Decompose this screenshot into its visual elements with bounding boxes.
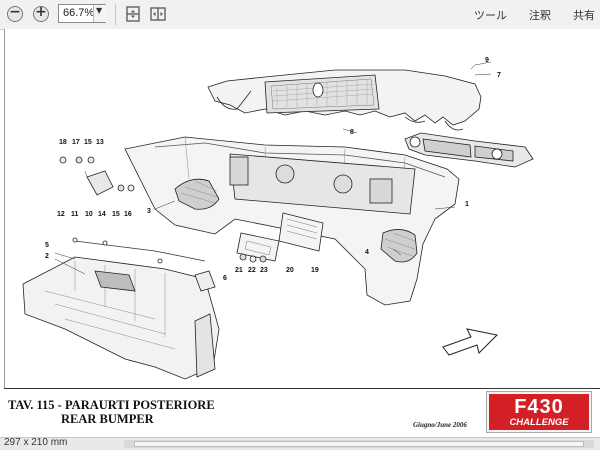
scrollbar-thumb[interactable] [134, 441, 584, 447]
drawing-title-block: TAV. 115 - PARAURTI POSTERIORE REAR BUMP… [4, 388, 600, 438]
callout-7: 7 [497, 72, 501, 79]
callout-3: 3 [147, 208, 151, 215]
callout-10: 10 [85, 211, 93, 218]
plus-circle-icon: + [35, 4, 47, 20]
callout-9: 9 [485, 57, 489, 64]
status-bar: 297 x 210 mm [0, 437, 600, 450]
callout-14: 14 [98, 211, 106, 218]
callout-15-top: 15 [84, 139, 92, 146]
callout-8: 8 [350, 129, 354, 136]
f430-challenge-logo: F430 CHALLENGE [487, 392, 591, 432]
fit-width-icon[interactable] [150, 6, 166, 22]
callout-12: 12 [57, 211, 65, 218]
minus-circle-icon: − [9, 4, 21, 20]
callout-22: 22 [248, 267, 256, 274]
rear-bumper-exploded-diagram: 9 7 8 18 17 15 13 12 11 10 14 15 16 3 1 … [22, 57, 534, 380]
callout-13: 13 [96, 139, 104, 146]
drawing-date: Giugno/June 2006 [413, 421, 467, 429]
drawing-title-english: REAR BUMPER [61, 412, 154, 426]
callout-5: 5 [45, 242, 49, 249]
callout-4: 4 [365, 249, 369, 256]
callout-18: 18 [59, 139, 67, 146]
callout-21: 21 [235, 267, 243, 274]
callout-6: 6 [223, 275, 227, 282]
chevron-down-icon: ▼ [96, 6, 103, 15]
toolbar-divider [115, 4, 116, 25]
callout-15-bottom: 15 [112, 211, 120, 218]
document-page: 9 7 8 18 17 15 13 12 11 10 14 15 16 3 1 … [4, 29, 600, 436]
callout-20: 20 [286, 267, 294, 274]
callout-17: 17 [72, 139, 80, 146]
callout-19: 19 [311, 267, 319, 274]
tools-menu[interactable]: ツール [474, 9, 507, 22]
callout-23: 23 [260, 267, 268, 274]
zoom-out-button[interactable]: − [7, 4, 23, 22]
zoom-in-button[interactable]: + [33, 4, 49, 22]
callout-2: 2 [45, 253, 49, 260]
page-size-readout: 297 x 210 mm [4, 437, 68, 448]
fit-page-icon[interactable] [125, 6, 141, 22]
callout-11: 11 [71, 211, 79, 218]
share-menu[interactable]: 共有 [573, 9, 595, 22]
viewer-toolbar: − + 66.7% ▼ ツール 注釈 共有 [0, 0, 600, 30]
logo-model-text: F430 [514, 396, 564, 418]
horizontal-scrollbar[interactable] [124, 440, 594, 448]
zoom-dropdown-button[interactable]: ▼ [93, 5, 106, 22]
zoom-value: 66.7% [63, 7, 95, 19]
logo-sub-text: CHALLENGE [509, 417, 569, 428]
comment-menu[interactable]: 注釈 [529, 9, 551, 22]
drawing-title-italian: TAV. 115 - PARAURTI POSTERIORE [8, 398, 215, 412]
callout-16: 16 [124, 211, 132, 218]
part-callouts: 9 7 8 18 17 15 13 12 11 10 14 15 16 3 1 … [45, 57, 501, 282]
callout-1: 1 [465, 201, 469, 208]
